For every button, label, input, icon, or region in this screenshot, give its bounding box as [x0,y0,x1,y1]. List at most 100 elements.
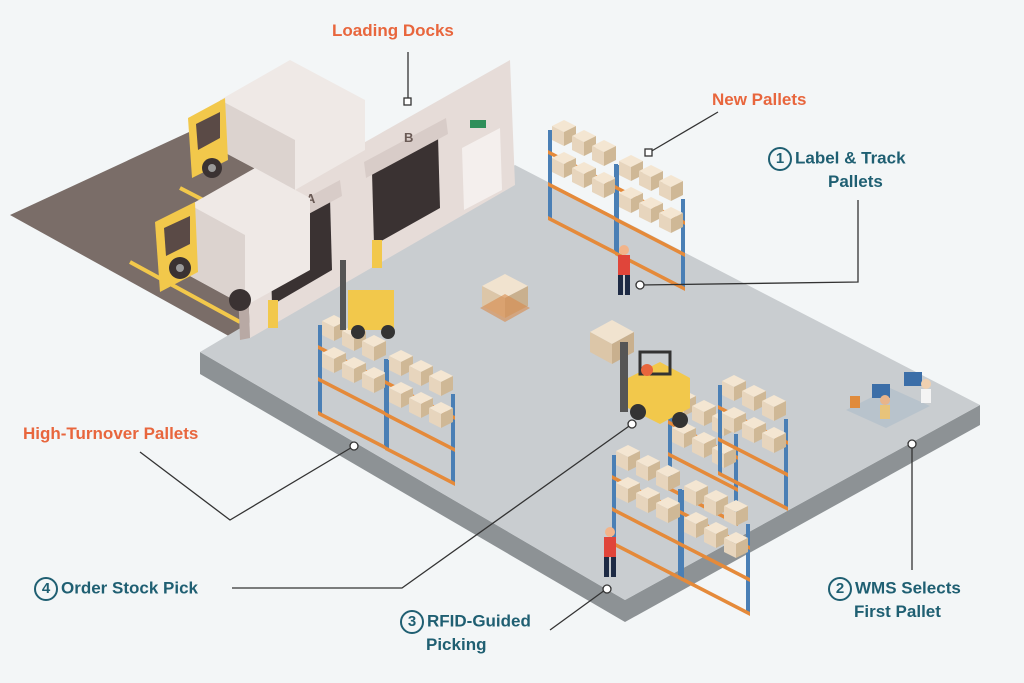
side-door [462,128,502,210]
rack-box [762,401,774,421]
rack-box [656,471,668,491]
label-loading-docks: Loading Docks [332,21,454,40]
rack-box [659,213,671,233]
rack-beam [318,411,388,451]
rack-box [362,341,374,361]
rack-box [672,428,684,448]
rack-beam [668,452,738,492]
rack-box [552,158,564,178]
step1-line2: Pallets [828,172,883,191]
rack-beam [385,446,455,486]
step2-number-badge: 2 [828,577,852,601]
forklift-dock [340,260,395,339]
worker-picking [604,527,616,577]
rack-upright [746,524,750,614]
rack-box [671,181,683,201]
rack-box [636,493,648,513]
step3-line2: Picking [426,635,487,654]
worker-new-pallets [618,245,630,295]
rack-beam [615,217,685,257]
rack-upright [668,400,672,490]
rack-upright [612,455,616,545]
rack-box [668,503,680,523]
rack-box [774,401,786,421]
rack-upright [734,434,738,524]
loose-pallet [590,320,634,364]
forklift-main [620,342,690,428]
leader-order-stock-pick [232,423,633,589]
truck-1 [188,60,365,190]
rack-box [636,461,648,481]
rack-box [389,388,401,408]
rack-box [604,178,616,198]
rack-box [722,381,734,401]
rack-beam [612,507,682,547]
rack-box [692,438,704,458]
rack-box [619,193,631,213]
loose-pallet [480,274,530,322]
rack-group [318,120,788,616]
rack-upright [318,325,322,415]
rack-upright [681,199,685,289]
rack-box [322,353,334,373]
step1-line1: Label & Track [795,148,906,168]
rack-box [592,178,604,198]
rack-box [572,136,584,156]
rack-box [441,408,453,428]
rack-beam [615,251,685,291]
office-desks [846,372,931,428]
step4-number-badge: 4 [34,577,58,601]
step2-line2: First Pallet [854,602,941,621]
rack-box [722,413,734,433]
rack-upright [784,419,788,509]
rack-box [592,146,604,166]
rack-box [724,448,736,468]
rack-box [724,538,736,558]
rack-box [441,376,453,396]
rack-box [374,341,386,361]
dock-letter-a: A [306,191,316,206]
lot-line [129,260,241,324]
step1-number-badge: 1 [768,147,792,171]
rack-box [342,363,354,383]
rack-box [704,528,716,548]
rack-box [374,373,386,393]
rack-box [619,161,631,181]
leader-new-pallets [649,111,719,153]
rack-beam [548,216,618,256]
leader-rfid-picking [549,589,606,631]
rack-box [742,423,754,443]
rack-box [684,518,696,538]
label-high-turnover-pallets: High-Turnover Pallets [23,424,199,443]
rack-upright [718,385,722,475]
rack-upright [615,165,619,255]
rack-box [362,373,374,393]
rack-box [671,213,683,233]
step3-number-badge: 3 [400,610,424,634]
dock-door-b-frame [364,118,448,178]
rack-beam [680,576,750,616]
rack-box [684,486,696,506]
rack-box [604,146,616,166]
rack-box [762,433,774,453]
rack-box [616,483,628,503]
rack-box [742,391,754,411]
leader-label-track [639,200,859,286]
leader-high-turnover [139,445,355,521]
rack-box [409,398,421,418]
rack-box [409,366,421,386]
rack-box [572,168,584,188]
rack-box [616,451,628,471]
rack-box [724,506,736,526]
dock-bumper [372,240,382,268]
rack-box [389,356,401,376]
rack-box [656,503,668,523]
rack-beam [548,182,618,222]
rack-upright [548,130,552,220]
rack-box [552,126,564,146]
rack-box [736,538,748,558]
